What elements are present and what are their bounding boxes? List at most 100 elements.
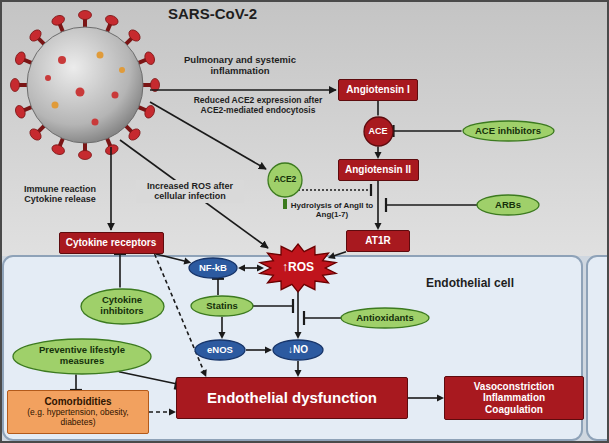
drug-ellipse: Cytokine inhibitors xyxy=(80,288,165,325)
connector xyxy=(149,409,176,416)
connector xyxy=(156,254,191,264)
ellipse-shape xyxy=(195,340,245,360)
node-label: Preventive lifestyle measures xyxy=(30,345,134,367)
connector-line xyxy=(297,289,299,334)
connector-line xyxy=(156,254,186,262)
connector-line xyxy=(243,267,259,269)
arrow-head xyxy=(257,265,264,272)
ros-star: ↑ROS xyxy=(258,243,338,293)
arrow-head xyxy=(375,152,382,159)
arrow-head xyxy=(238,265,245,272)
process-box: Angiotensin I xyxy=(338,79,418,101)
virus-spot xyxy=(119,67,125,73)
virus-effect-arrows xyxy=(111,90,336,248)
arrow-note: Increased ROS after cellular infection xyxy=(136,180,244,203)
arrow-head xyxy=(295,370,302,377)
arrow-note: Hydrolysis of AngII to Ang(1-7) xyxy=(290,201,374,219)
inflammation-arrow xyxy=(150,89,336,91)
connector xyxy=(238,265,264,272)
outcome-box: Vasoconstriction Inflammation Coagulatio… xyxy=(444,376,584,420)
spike xyxy=(11,79,30,92)
arrow-note: Pulmonary and systemic inflammation xyxy=(165,55,315,77)
virus-spot xyxy=(45,75,51,81)
ellipse-shape xyxy=(463,121,554,141)
inhibition-bar xyxy=(292,299,294,313)
connector xyxy=(295,289,302,339)
connector-line xyxy=(377,181,379,225)
arrow-note: Reduced ACE2 expression after ACE2-media… xyxy=(183,96,333,116)
ace2-dotted-line xyxy=(290,189,371,191)
ellipse-shape xyxy=(81,289,164,324)
connector xyxy=(246,347,272,354)
prevention-ellipse: Preventive lifestyle measures xyxy=(12,338,152,375)
signal-ellipse: NF-kB xyxy=(188,257,238,279)
neighbour-cell xyxy=(587,256,609,440)
inhibition-bar xyxy=(385,198,387,212)
cytokine-arrow xyxy=(110,147,112,230)
arbs-line xyxy=(386,204,490,206)
inhibition-lines xyxy=(240,184,490,325)
node-label: Statins xyxy=(206,301,238,312)
arrow-head xyxy=(265,347,272,354)
signal-ellipse: eNOS xyxy=(194,339,246,361)
circle-shape xyxy=(364,117,393,146)
drug-ellipse: Statins xyxy=(190,295,254,317)
arrow-head xyxy=(437,395,444,402)
ellipse-shape xyxy=(191,296,253,316)
figure-title: SARS-CoV-2 xyxy=(168,5,257,22)
virus-spot xyxy=(76,88,85,97)
outcome-box: Endothelial dysfunction xyxy=(176,377,408,419)
connector-line xyxy=(408,397,439,399)
connector xyxy=(375,147,382,160)
connector-line xyxy=(119,254,121,288)
node-detail: (e.g. hypertension, obesity, diabetes) xyxy=(14,408,142,428)
ellipse-shape xyxy=(189,258,237,278)
ellipse-shape xyxy=(273,340,323,360)
node-label: AT1R xyxy=(365,235,390,247)
node-label: ACE xyxy=(368,126,387,136)
ellipse-shape xyxy=(341,308,429,328)
drug-ellipse: Antioxidants xyxy=(340,307,430,329)
connector xyxy=(70,374,82,390)
signal-ellipse: ↓NO xyxy=(272,339,324,361)
node-label: Angiotensin I xyxy=(346,84,409,96)
connector xyxy=(295,361,302,377)
enzyme-circle: ACE xyxy=(363,116,394,147)
connector xyxy=(114,254,126,288)
inhibition-bar xyxy=(370,184,372,196)
arrow-head xyxy=(328,252,336,259)
drug-ellipse: ACE inhibitors xyxy=(462,120,555,142)
node-label: ACE inhibitors xyxy=(475,126,541,137)
node-label: ACE2 xyxy=(274,175,297,185)
arrow-note: Immune reaction Cytokine release xyxy=(14,184,106,205)
drug-ellipse: ARBs xyxy=(476,194,540,216)
region-label: Endothelial cell xyxy=(426,277,514,291)
connector-line xyxy=(75,374,77,390)
connector-line xyxy=(221,317,223,334)
arrow-head xyxy=(375,223,382,230)
connector xyxy=(375,181,382,230)
node-label: eNOS xyxy=(207,345,233,356)
ace2-stem xyxy=(283,199,287,209)
extracellular-ground xyxy=(0,0,609,256)
connector-line xyxy=(333,252,346,256)
connector-line xyxy=(394,130,462,132)
virus-spot xyxy=(58,56,66,64)
virus-body xyxy=(27,27,143,143)
connector-line xyxy=(246,349,267,351)
virus-spot xyxy=(52,102,59,109)
connector-line xyxy=(149,411,171,413)
node-label: Cytokine inhibitors xyxy=(92,295,152,317)
node-label: Endothelial dysfunction xyxy=(207,389,377,406)
receptor-box: Cytokine receptors xyxy=(59,232,164,254)
connector xyxy=(212,279,224,295)
virus-spot xyxy=(112,92,119,99)
ellipse-shape xyxy=(13,339,151,374)
node-label: NF-kB xyxy=(199,263,227,274)
connector xyxy=(219,317,226,339)
comorbidity-box: Comorbidities(e.g. hypertension, obesity… xyxy=(7,390,149,434)
spike xyxy=(79,11,92,30)
star-shape xyxy=(260,244,336,292)
